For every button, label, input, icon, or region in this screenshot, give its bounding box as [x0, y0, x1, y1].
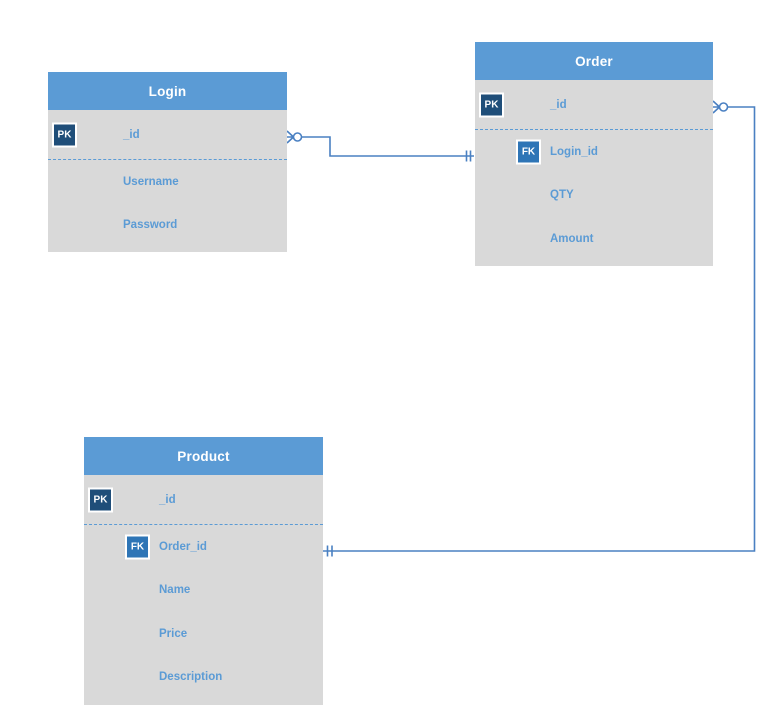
entity-product[interactable]: Product PK _id FK Order_id Name Price De…: [84, 437, 323, 705]
field-name: Name: [159, 584, 191, 597]
field-name: Price: [159, 627, 188, 640]
field-name: Username: [123, 175, 179, 188]
field-row: PK _id: [475, 80, 713, 130]
pk-badge: PK: [479, 92, 504, 117]
field-row: Description: [84, 656, 323, 700]
field-row: PK _id: [84, 475, 323, 525]
one-tick-icon: [326, 545, 333, 557]
entity-order[interactable]: Order PK _id FK Login_id QTY Amount: [475, 42, 713, 266]
connector-line[interactable]: [301, 136, 475, 157]
field-name: QTY: [550, 189, 574, 202]
zero-circle-icon: [292, 132, 303, 142]
field-name: Description: [159, 671, 223, 684]
field-row: Username: [48, 160, 287, 204]
field-row: PK _id: [48, 110, 287, 160]
zero-circle-icon: [718, 102, 729, 112]
entity-product-title: Product: [84, 437, 323, 475]
one-tick-icon: [465, 150, 472, 162]
field-row: Name: [84, 569, 323, 613]
fk-badge: FK: [516, 139, 541, 165]
field-row: Amount: [475, 217, 713, 261]
entity-login-body: PK _id Username Password: [48, 110, 287, 252]
field-name: _id: [550, 98, 567, 111]
pk-badge: PK: [52, 122, 77, 147]
field-name: _id: [123, 128, 140, 141]
relationship-login-order[interactable]: [286, 130, 475, 162]
relationship-order-product[interactable]: [323, 100, 756, 557]
fk-badge: FK: [125, 534, 150, 560]
field-row: Price: [84, 612, 323, 656]
field-row: FK Order_id: [84, 525, 323, 569]
pk-badge: PK: [88, 487, 113, 512]
entity-login-title: Login: [48, 72, 287, 110]
field-name: _id: [159, 493, 176, 506]
field-name: Amount: [550, 232, 594, 245]
entity-order-title: Order: [475, 42, 713, 80]
field-name: Order_id: [159, 540, 207, 553]
entity-login[interactable]: Login PK _id Username Password: [48, 72, 287, 252]
field-row: FK Login_id: [475, 130, 713, 174]
crow-foot-many-icon: [286, 130, 295, 144]
connector-line[interactable]: [323, 106, 756, 552]
field-row: Password: [48, 204, 287, 248]
field-name: Login_id: [550, 145, 598, 158]
entity-product-body: PK _id FK Order_id Name Price Descriptio…: [84, 475, 323, 705]
crow-foot-many-icon: [712, 100, 721, 114]
field-name: Password: [123, 219, 178, 232]
entity-order-body: PK _id FK Login_id QTY Amount: [475, 80, 713, 266]
field-row: QTY: [475, 174, 713, 218]
